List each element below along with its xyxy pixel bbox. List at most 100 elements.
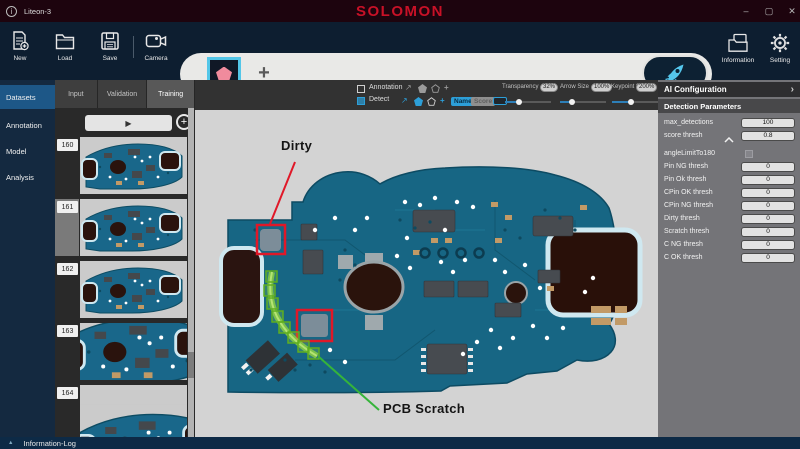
- arrow-tool-icon[interactable]: ↗: [405, 83, 412, 92]
- pcb-tab-icon: [216, 66, 232, 82]
- c-ok-thresh-input[interactable]: [741, 252, 795, 263]
- threshold-row: Scratch thresh: [658, 225, 800, 238]
- gear-icon: [770, 33, 790, 53]
- slider-knob[interactable]: [516, 98, 522, 105]
- save-button[interactable]: Save: [90, 30, 130, 62]
- arrow-size-value: 100%: [591, 83, 613, 92]
- max-detections-input[interactable]: [741, 117, 795, 128]
- setting-button-label: Setting: [769, 57, 791, 64]
- add-annotation-icon[interactable]: +: [444, 83, 449, 92]
- thumbnail-row[interactable]: 162: [55, 261, 187, 318]
- play-button[interactable]: ▶: [85, 115, 172, 131]
- close-button[interactable]: ✕: [788, 5, 796, 16]
- brand-logo: SOLOMON: [356, 2, 444, 20]
- thumbnails-scrollbar[interactable]: [188, 108, 194, 437]
- threshold-row: C OK thresh: [658, 251, 800, 264]
- camera-button[interactable]: Camera: [136, 30, 176, 62]
- sidebar-item-model[interactable]: Model: [0, 139, 55, 163]
- expand-log-icon[interactable]: ▲: [8, 440, 14, 446]
- scratch-thresh-input[interactable]: [741, 226, 795, 237]
- param-name: C OK thresh: [664, 254, 703, 261]
- scratch-leader-line: [318, 356, 380, 411]
- load-button[interactable]: Load: [45, 30, 85, 62]
- param-name: score thresh: [664, 132, 703, 139]
- camera-icon: [145, 34, 167, 48]
- sidebar-item-analysis[interactable]: Analysis: [0, 165, 55, 189]
- thumbnail-row[interactable]: 161: [55, 199, 187, 256]
- tab-training[interactable]: Training: [147, 80, 194, 108]
- name-toggle[interactable]: Name: [451, 97, 475, 106]
- thumbnail-badge-cell: 162: [55, 261, 79, 318]
- sidebar-item-datasets[interactable]: Datasets: [0, 85, 55, 109]
- thumbnail-row[interactable]: 164: [55, 385, 187, 437]
- polygon-outline-tool-icon[interactable]: [431, 84, 440, 93]
- pcb-thumbnail-image[interactable]: [80, 385, 187, 437]
- detect-label: Detect: [369, 96, 390, 103]
- setting-button[interactable]: Setting: [752, 32, 800, 64]
- thumbnail-badge-cell: 161: [55, 199, 79, 256]
- thumbnail-row[interactable]: 160: [55, 137, 187, 194]
- chevron-right-icon[interactable]: ›: [790, 84, 794, 95]
- arrow-size-slider[interactable]: [560, 98, 606, 105]
- angle-limit-checkbox[interactable]: [745, 149, 753, 158]
- c-ng-thresh-input[interactable]: [741, 239, 795, 250]
- slider-knob[interactable]: [628, 98, 634, 105]
- sidebar-item-annotation[interactable]: Annotation: [0, 113, 55, 137]
- sidebar-item-label: Model: [6, 146, 27, 156]
- pin-ok-thresh-input[interactable]: [741, 174, 795, 185]
- param-name: Scratch thresh: [664, 228, 710, 235]
- scrollbar-handle[interactable]: [188, 352, 194, 378]
- plus-icon: +: [180, 116, 188, 128]
- pcb-image: [219, 161, 643, 411]
- collapse-toggle[interactable]: [658, 135, 800, 145]
- detect-polygon-outline-tool-icon[interactable]: [427, 97, 436, 106]
- tab-validation[interactable]: Validation: [97, 80, 147, 108]
- score-thresh-input[interactable]: [741, 130, 795, 141]
- information-button[interactable]: Information: [710, 32, 766, 64]
- keypoint-size-label: Keypoint Size: [611, 84, 648, 90]
- score-toggle[interactable]: Score: [471, 97, 496, 106]
- thumbnail-row[interactable]: 163: [55, 323, 187, 380]
- polygon-filled-tool-icon[interactable]: [418, 84, 427, 93]
- main-canvas[interactable]: Dirty PCB Scratch: [195, 110, 658, 437]
- param-row: score thresh: [658, 129, 800, 142]
- cpin-ng-thresh-input[interactable]: [741, 200, 795, 211]
- maximize-button[interactable]: ▢: [764, 5, 774, 16]
- pcb-thumbnail-image[interactable]: [80, 323, 187, 380]
- keypoint-size-slider[interactable]: [612, 98, 658, 105]
- information-log-label: Information-Log: [23, 438, 76, 448]
- annotation-checkbox[interactable]: [357, 85, 365, 93]
- save-button-label: Save: [102, 55, 118, 62]
- slider-knob[interactable]: [569, 98, 575, 105]
- camera-button-label: Camera: [144, 55, 168, 62]
- dataset-tabs: Input Validation Training: [55, 80, 195, 108]
- transparency-label: Transparency: [502, 84, 539, 90]
- cpin-ok-thresh-input[interactable]: [741, 187, 795, 198]
- ai-panel-header[interactable]: AI Configuration ›: [658, 82, 800, 97]
- tab-label: Training: [158, 90, 184, 98]
- image-number-badge: 163: [57, 325, 78, 337]
- status-bar[interactable]: ▲ Information-Log: [0, 437, 800, 449]
- add-tab-button[interactable]: +: [258, 62, 270, 84]
- pcb-scratch-label: PCB Scratch: [383, 401, 466, 416]
- detect-checkbox[interactable]: [357, 97, 365, 105]
- image-number-badge: 164: [57, 387, 78, 399]
- pcb-thumbnail-image[interactable]: [80, 137, 187, 194]
- sidebar: Datasets Annotation Model Analysis: [0, 80, 55, 437]
- detect-add-icon[interactable]: +: [440, 96, 445, 105]
- information-button-label: Information: [721, 57, 755, 64]
- minimize-button[interactable]: –: [743, 6, 749, 16]
- pcb-thumbnail-image[interactable]: [80, 261, 187, 318]
- dirty-thresh-input[interactable]: [741, 213, 795, 224]
- sidebar-item-label: Datasets: [6, 92, 36, 102]
- detect-polygon-filled-tool-icon[interactable]: [414, 97, 423, 106]
- new-button[interactable]: New: [0, 30, 40, 62]
- dirty-defect-box: [255, 223, 287, 256]
- transparency-slider[interactable]: [505, 98, 551, 105]
- new-document-icon: [13, 31, 29, 51]
- pcb-thumbnail-image[interactable]: [80, 199, 187, 256]
- detect-arrow-tool-icon[interactable]: ↗: [401, 96, 408, 105]
- pin-ng-thresh-input[interactable]: [741, 161, 795, 172]
- tab-input[interactable]: Input: [55, 80, 97, 108]
- section-title: Detection Parameters: [664, 101, 742, 111]
